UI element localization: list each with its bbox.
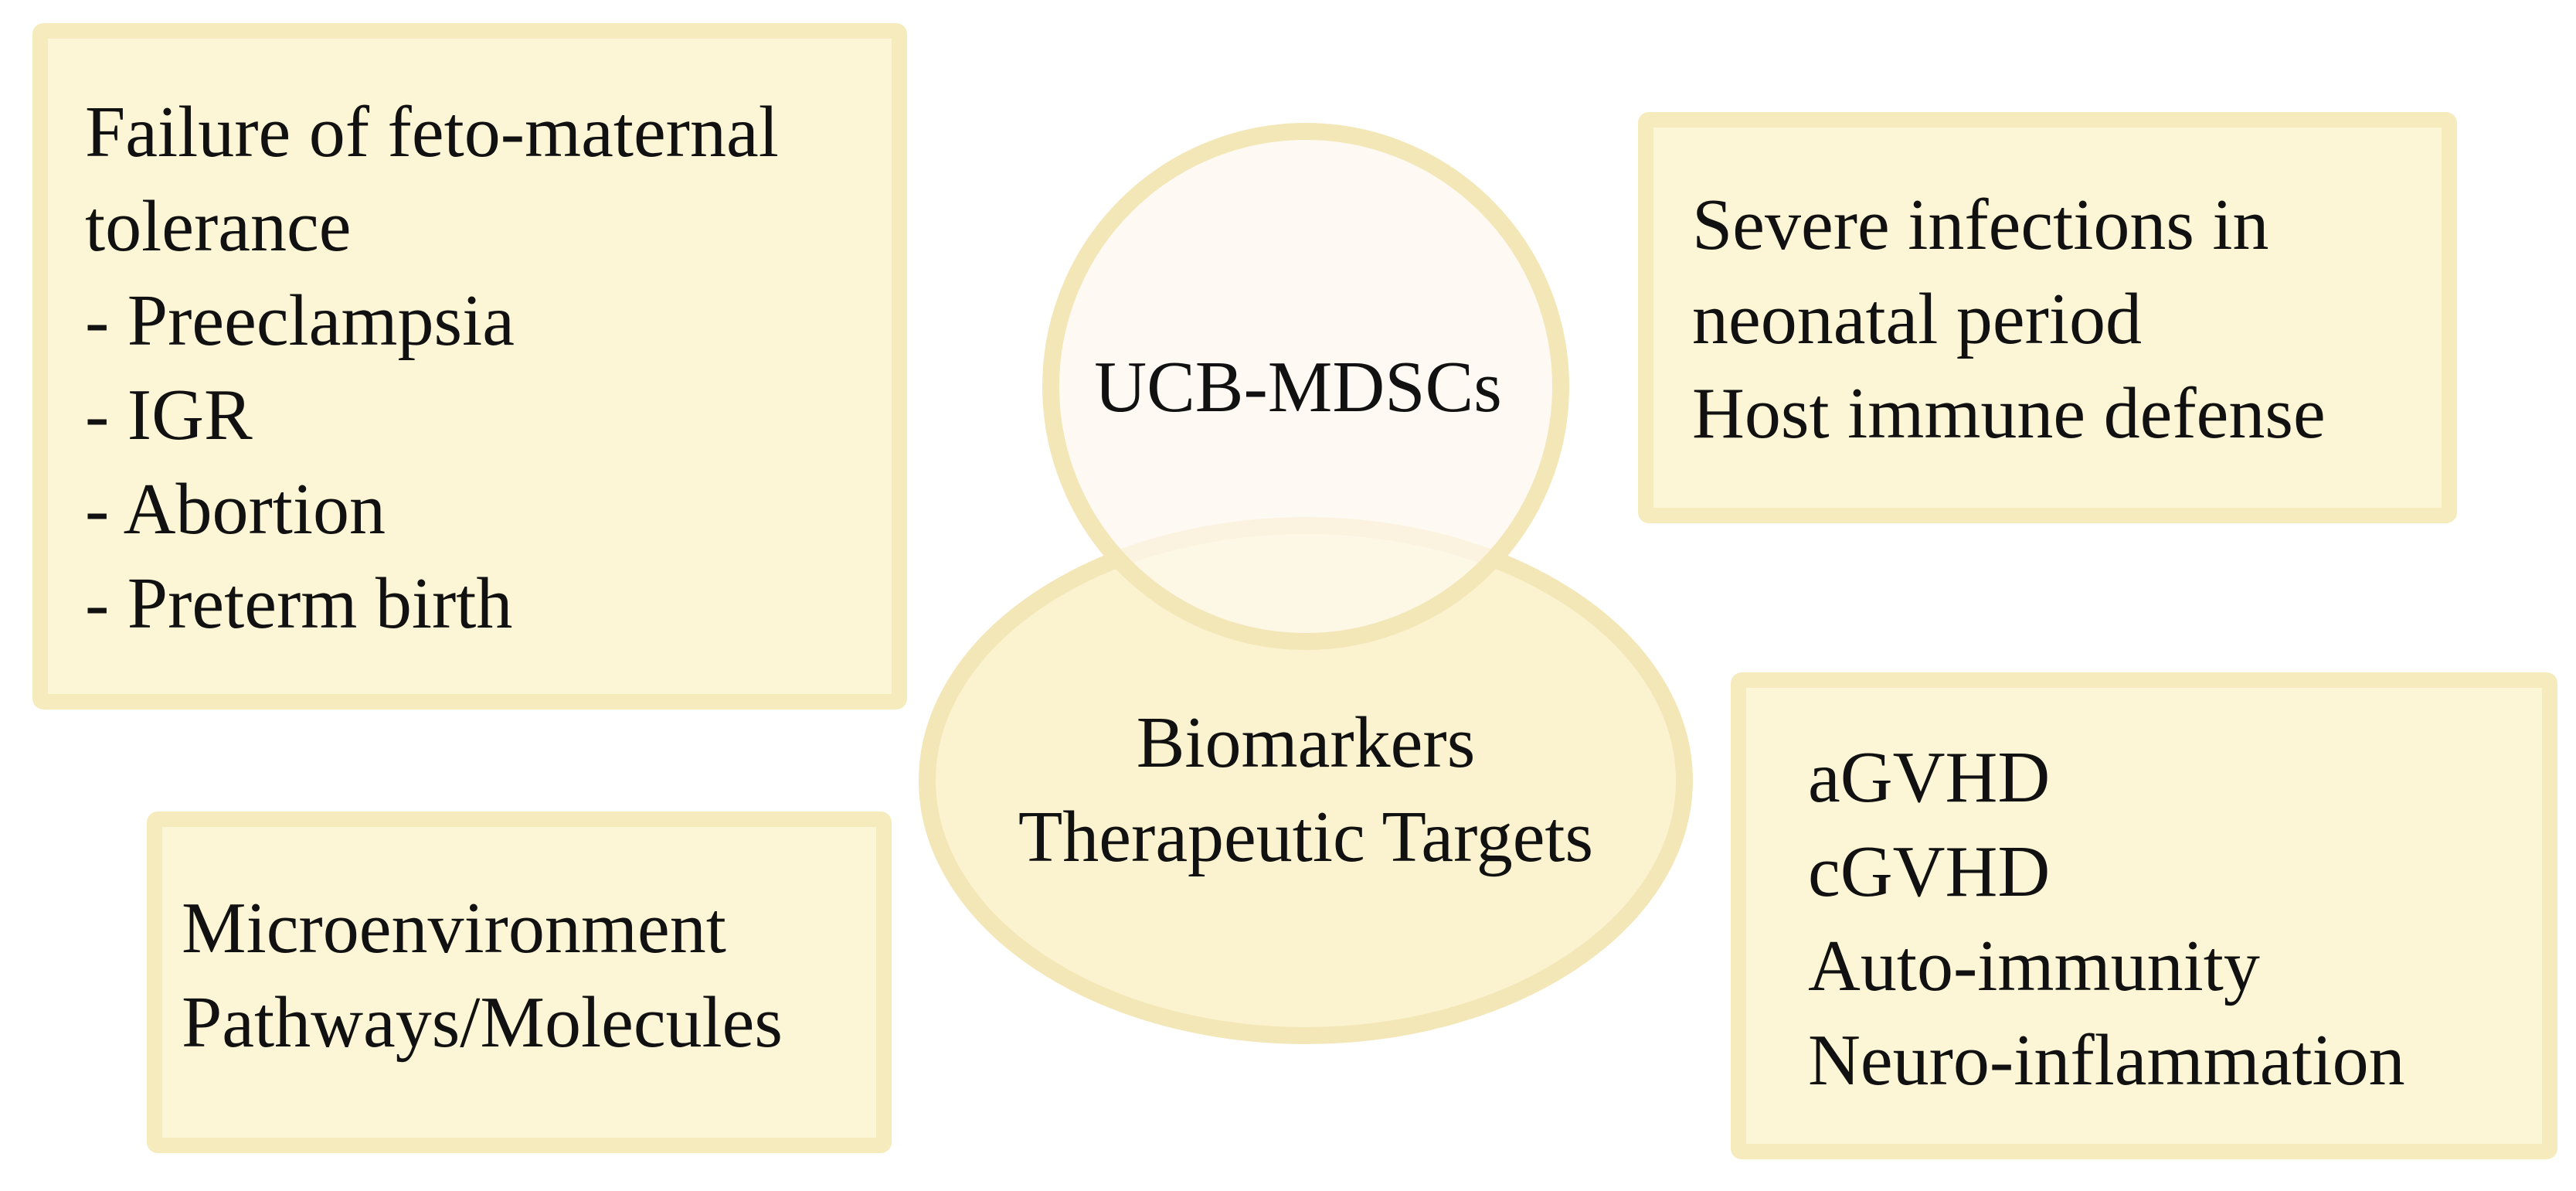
box-gvhd-autoimmunity xyxy=(1731,672,2557,1159)
box-line: neonatal period xyxy=(1692,279,2143,359)
box-line: aGVHD xyxy=(1808,737,2051,818)
box-line: Auto-immunity xyxy=(1808,926,2260,1006)
box-neonatal-infections xyxy=(1638,112,2457,523)
microenvironment-text: Microenvironment Pathways/Molecules xyxy=(182,881,783,1070)
biomarkers-label: Biomarkers Therapeutic Targets xyxy=(927,696,1684,884)
box-microenvironment xyxy=(147,812,892,1153)
box-line: tolerance xyxy=(85,186,352,267)
box-line: Neuro-inflammation xyxy=(1808,1020,2405,1101)
box-line: Severe infections in xyxy=(1692,185,2269,265)
box-line: - IGR xyxy=(85,375,253,455)
neonatal-infections-text: Severe infections in neonatal period Hos… xyxy=(1692,178,2326,461)
box-line: - Preterm birth xyxy=(85,563,513,644)
box-line: Host immune defense xyxy=(1692,373,2326,454)
ucb-mdscs-label: UCB-MDSCs xyxy=(1094,347,1502,427)
box-line: - Preeclampsia xyxy=(85,281,515,361)
ellipse-line: Therapeutic Targets xyxy=(1018,797,1594,877)
box-line: Failure of feto-maternal xyxy=(85,92,779,172)
gvhd-autoimmunity-text: aGVHD cGVHD Auto-immunity Neuro-inflamma… xyxy=(1808,730,2405,1108)
ellipse-line: Biomarkers xyxy=(1136,703,1476,783)
box-feto-maternal-tolerance xyxy=(32,23,907,709)
box-line: Pathways/Molecules xyxy=(182,982,783,1063)
box-line: - Abortion xyxy=(85,469,386,550)
feto-maternal-text: Failure of feto-maternal tolerance - Pre… xyxy=(85,85,779,651)
top-circle xyxy=(1042,123,1569,650)
box-line: Microenvironment xyxy=(182,888,726,968)
box-line: cGVHD xyxy=(1808,832,2051,912)
